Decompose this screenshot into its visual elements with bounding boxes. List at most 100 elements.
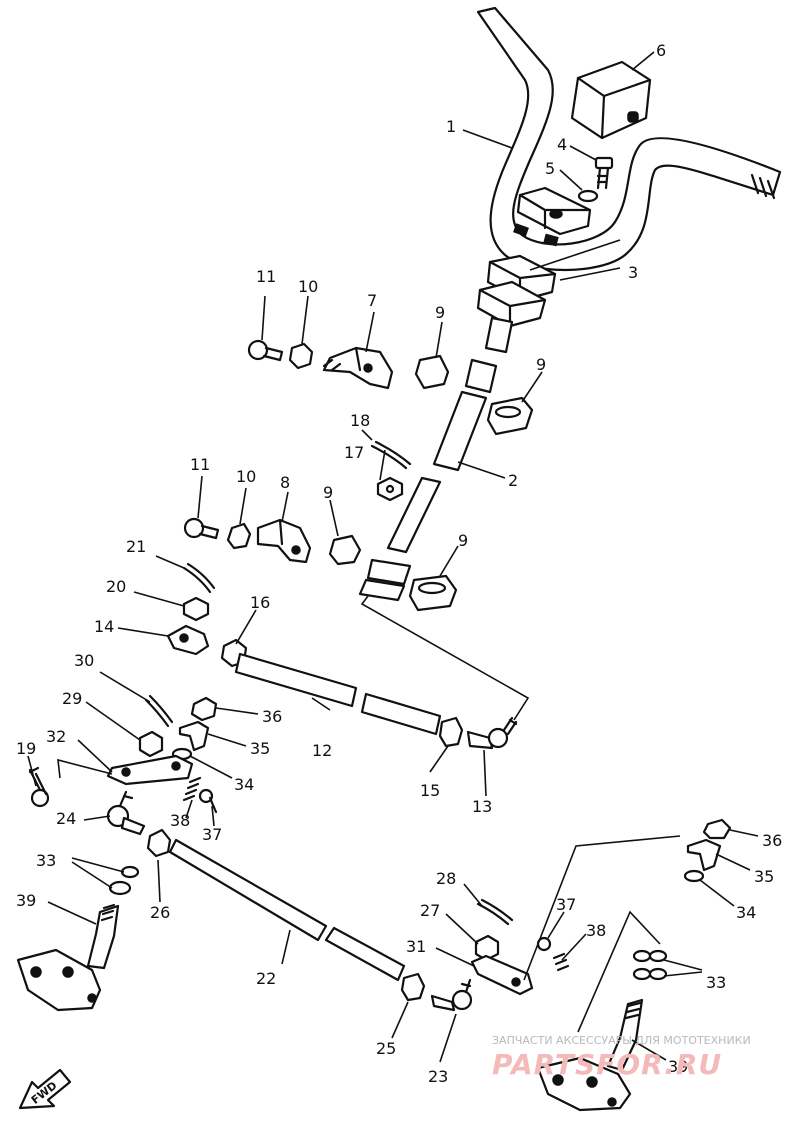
lower-holder (476, 254, 557, 328)
callout-12: 12 (312, 741, 332, 760)
assembly-guides (57, 595, 681, 1033)
spring-right (552, 952, 570, 972)
callout-29: 29 (62, 689, 82, 708)
bushing-4 (408, 574, 458, 612)
callout-11b: 11 (190, 455, 210, 474)
callout-32: 32 (46, 727, 66, 746)
holder-washer (577, 189, 599, 203)
callout-23: 23 (428, 1067, 448, 1086)
callout-3: 3 (628, 263, 638, 282)
tie-rod-end-2 (106, 790, 146, 836)
callout-9a: 9 (435, 303, 445, 322)
watermark: ЗАПЧАСТИ АКСЕССУАРЫ ДЛЯ МОТОТЕХНИКИ PART… (492, 1034, 751, 1081)
callout-13: 13 (472, 797, 492, 816)
callout-37a: 37 (202, 825, 222, 844)
arm-bracket-left (178, 720, 210, 752)
callout-16: 16 (250, 593, 270, 612)
callout-39a: 39 (16, 891, 36, 910)
arm-nut-right (702, 818, 732, 840)
watermark-brand: PARTSFOR.RU (492, 1048, 722, 1081)
callout-9d: 9 (458, 531, 468, 550)
collar-upper (288, 342, 314, 370)
column-holder-lower (256, 518, 312, 564)
callout-38b: 38 (586, 921, 606, 940)
callout-21: 21 (126, 537, 146, 556)
handlebar (476, 6, 782, 272)
callout-38a: 38 (170, 811, 190, 830)
callout-30: 30 (74, 651, 94, 670)
holder-bolt-lower (183, 517, 220, 540)
callout-22: 22 (256, 969, 276, 988)
spring-left (182, 776, 202, 802)
callout-18: 18 (350, 411, 370, 430)
tie-rod-locknut-3 (146, 828, 172, 858)
callout-24: 24 (56, 809, 76, 828)
washer-set-left (108, 865, 140, 896)
right-arm (470, 954, 534, 996)
callout-34b: 34 (736, 903, 756, 922)
callout-4: 4 (557, 135, 567, 154)
callout-20: 20 (106, 577, 126, 596)
right-nut (474, 934, 500, 962)
arm-washer-right (683, 869, 705, 883)
arm-nut (182, 596, 210, 622)
callout-17: 17 (344, 443, 364, 462)
relay-nut (138, 730, 164, 758)
knuckle-left (16, 903, 120, 1012)
bushing-3 (328, 534, 362, 566)
callout-labels: 1 2 3 4 5 6 7 8 9 9 9 9 10 10 11 11 12 1… (16, 41, 782, 1086)
pitman-arm (166, 624, 210, 656)
callout-14: 14 (94, 617, 114, 636)
callout-27: 27 (420, 901, 440, 920)
tie-rod-locknut-2 (438, 716, 464, 748)
callout-39b: 39 (668, 1057, 688, 1076)
callout-7: 7 (367, 291, 377, 310)
callout-8: 8 (280, 473, 290, 492)
right-cotter-pin (476, 898, 514, 926)
washer-set-right (632, 949, 668, 981)
callout-33a: 33 (36, 851, 56, 870)
callout-2: 2 (508, 471, 518, 490)
column-nut (376, 476, 404, 502)
callout-35b: 35 (754, 867, 774, 886)
column-cotter-pin (370, 440, 412, 470)
tie-rod-end-1 (466, 716, 518, 750)
callout-36a: 36 (262, 707, 282, 726)
callout-36b: 36 (762, 831, 782, 850)
callout-1: 1 (446, 117, 456, 136)
arm-bracket-right (686, 838, 722, 872)
callout-15: 15 (420, 781, 440, 800)
knuckle-right (536, 998, 644, 1112)
handlebar-pad (570, 60, 652, 140)
watermark-tagline: ЗАПЧАСТИ АКСЕССУАРЫ ДЛЯ МОТОТЕХНИКИ (492, 1034, 751, 1047)
callout-10a: 10 (298, 277, 318, 296)
callout-31: 31 (406, 937, 426, 956)
callout-11a: 11 (256, 267, 276, 286)
steering-column (358, 316, 514, 602)
callout-10b: 10 (236, 467, 256, 486)
callout-26: 26 (150, 903, 170, 922)
tie-rod-upper (234, 652, 442, 736)
relay-cotter-pin (144, 694, 174, 728)
callout-6: 6 (656, 41, 666, 60)
upper-holder (516, 186, 592, 236)
arm-nut-left (190, 696, 218, 722)
callout-19: 19 (16, 739, 36, 758)
collar-lower (226, 522, 252, 550)
callout-5: 5 (545, 159, 555, 178)
bolt-left (198, 788, 218, 814)
callout-9b: 9 (536, 355, 546, 374)
callout-9c: 9 (323, 483, 333, 502)
callout-37b: 37 (556, 895, 576, 914)
callout-34a: 34 (234, 775, 254, 794)
column-holder-upper (322, 346, 394, 390)
callout-25: 25 (376, 1039, 396, 1058)
callout-35a: 35 (250, 739, 270, 758)
callout-33b: 33 (706, 973, 726, 992)
bushing-2 (486, 396, 534, 436)
arm-cotter-pin (182, 562, 216, 594)
tie-rod-end-3 (430, 978, 473, 1012)
tie-rod-locknut-4 (400, 972, 426, 1002)
